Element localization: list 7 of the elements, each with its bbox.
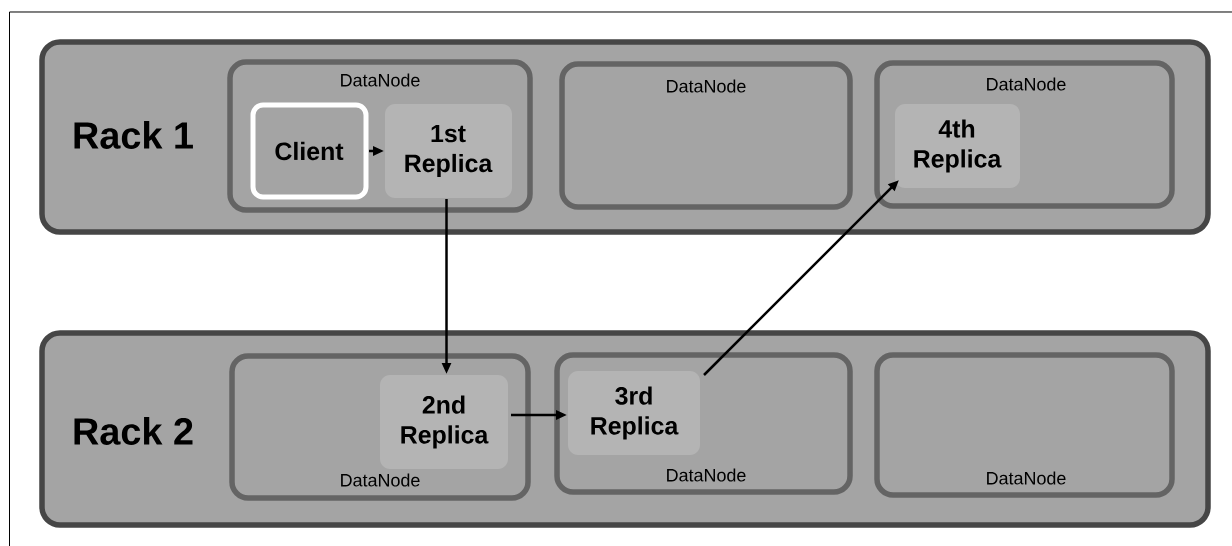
replica-box: 2nd Replica xyxy=(380,375,508,469)
client-box: Client xyxy=(250,102,369,200)
datanode-box: DataNode xyxy=(559,61,853,210)
datanode-box: DataNode xyxy=(874,352,1175,498)
replica-box: 1st Replica xyxy=(385,104,512,198)
replica-box: 4th Replica xyxy=(895,104,1020,188)
replica-box: 3rd Replica xyxy=(568,371,700,455)
